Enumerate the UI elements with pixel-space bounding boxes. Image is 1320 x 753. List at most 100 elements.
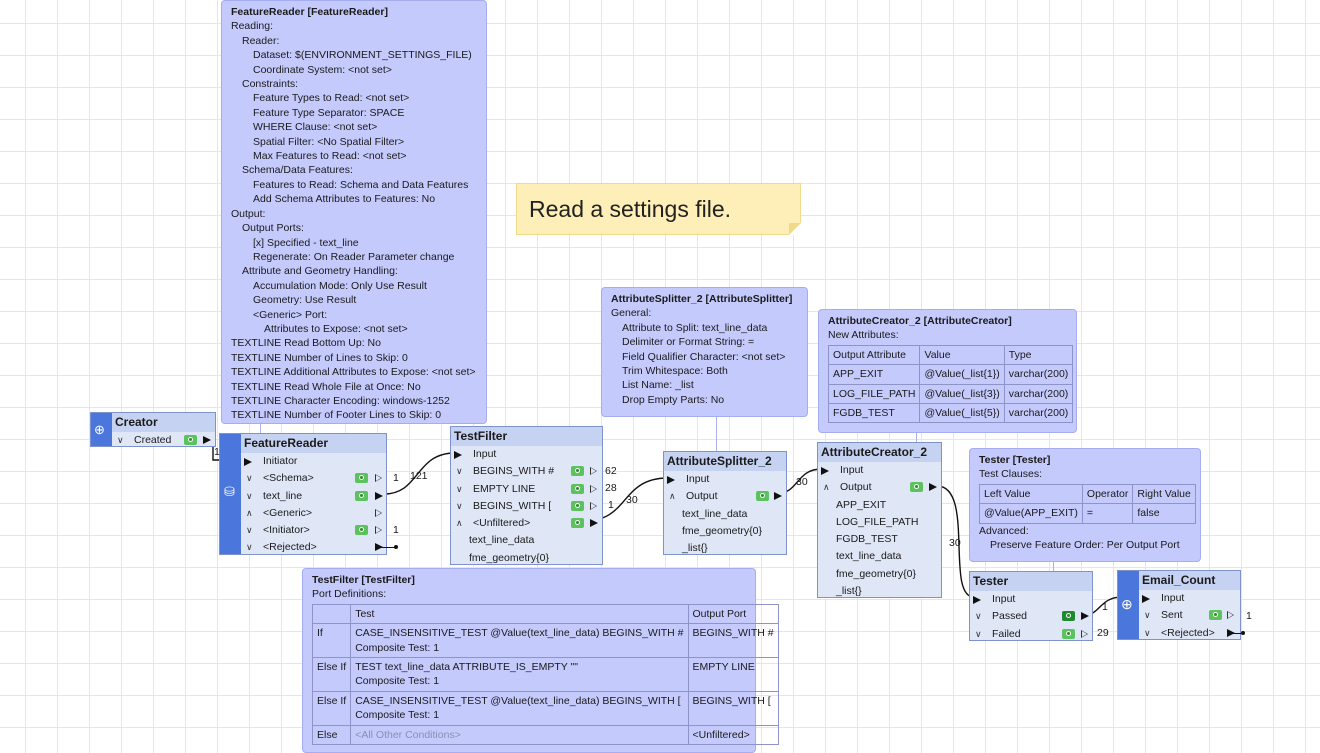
eye-icon[interactable] (571, 483, 584, 494)
testfilter-node[interactable]: TestFilter Input ∨BEGINS_WITH #∨EMPTY LI… (450, 426, 603, 565)
input-port[interactable]: Input (818, 462, 941, 479)
table-cell: false (1132, 503, 1196, 524)
chevron-down-icon[interactable]: ∨ (246, 490, 253, 501)
node-title[interactable]: Creator (112, 413, 215, 432)
input-port[interactable]: Input (451, 446, 602, 463)
output-port-icon[interactable] (1081, 629, 1088, 638)
chevron-down-icon[interactable]: ∨ (1144, 627, 1151, 638)
output-port-icon[interactable] (1227, 611, 1234, 620)
featurereader-annotation[interactable]: FeatureReader [FeatureReader] Reading:Re… (221, 0, 487, 424)
attributecreator-node[interactable]: AttributeCreator_2 Input ∧ Output APP_EX… (817, 442, 942, 598)
eye-icon[interactable] (1062, 611, 1075, 622)
node-title[interactable]: FeatureReader (241, 434, 386, 453)
chevron-down-icon[interactable]: ∨ (246, 473, 253, 484)
port-passed[interactable]: ∨ Passed (970, 608, 1092, 625)
output-port-icon[interactable] (375, 543, 383, 552)
attributesplitter-node[interactable]: AttributeSplitter_2 Input ∧ Output text_… (663, 451, 787, 555)
input-port-icon[interactable] (454, 451, 462, 459)
output-port-icon[interactable] (375, 508, 382, 517)
eye-icon[interactable] (1062, 628, 1075, 639)
chevron-down-icon[interactable]: ∨ (975, 611, 982, 622)
port-unfiltered[interactable]: ∧ <Unfiltered> (451, 515, 602, 532)
port-rejected[interactable]: ∨ <Rejected> (241, 539, 398, 556)
testfilter-annotation[interactable]: TestFilter [TestFilter] Port Definitions… (302, 568, 779, 753)
chevron-down-icon[interactable]: ∨ (246, 525, 253, 536)
output-port-icon[interactable] (375, 491, 383, 500)
input-port-initiator[interactable]: Initiator (241, 453, 386, 470)
output-port-icon[interactable] (590, 467, 597, 476)
attrcreator-annotation[interactable]: AttributeCreator_2 [AttributeCreator] Ne… (818, 309, 1077, 433)
output-port-icon[interactable] (1081, 612, 1089, 621)
input-port[interactable]: Input (664, 471, 786, 488)
chevron-down-icon[interactable]: ∨ (456, 483, 463, 494)
chevron-down-icon[interactable]: ∨ (246, 542, 253, 553)
node-title[interactable]: Tester (970, 572, 1092, 591)
chevron-down-icon[interactable]: ∨ (1144, 610, 1151, 621)
creator-node[interactable]: ⊕ Creator ∨ Created (90, 412, 216, 447)
port-failed[interactable]: ∨ Failed (970, 626, 1092, 643)
chevron-up-icon[interactable]: ∧ (669, 491, 676, 502)
node-title[interactable]: Email_Count (1139, 571, 1240, 590)
test-cell: TEST text_line_data ATTRIBUTE_IS_EMPTY "… (350, 657, 689, 692)
chevron-up-icon[interactable]: ∧ (246, 507, 253, 518)
eye-icon[interactable] (1209, 610, 1222, 621)
output-port-icon[interactable] (590, 519, 598, 528)
output-port[interactable]: ∨BEGINS_WITH [ (451, 498, 602, 515)
email-count-node[interactable]: ⊕ Email_Count Input ∨ Sent ∨ <Rejected> (1117, 570, 1245, 642)
chevron-up-icon[interactable]: ∧ (823, 482, 830, 493)
node-title[interactable]: TestFilter (451, 427, 602, 446)
splitter-annotation[interactable]: AttributeSplitter_2 [AttributeSplitter] … (601, 287, 808, 417)
port-text-line[interactable]: ∨ text_line (241, 488, 386, 505)
tester-annotation[interactable]: Tester [Tester] Test Clauses: Left Value… (969, 448, 1201, 562)
eye-icon[interactable] (355, 490, 368, 501)
chevron-down-icon[interactable]: ∨ (117, 435, 124, 445)
eye-icon[interactable] (571, 466, 584, 477)
input-port[interactable]: Input (970, 591, 1092, 608)
eye-icon[interactable] (355, 473, 368, 484)
chevron-down-icon[interactable]: ∨ (456, 500, 463, 511)
annotation-subtitle: Port Definitions: (312, 588, 387, 601)
port-schema[interactable]: ∨ <Schema> (241, 470, 386, 487)
annotation-line: Attribute to Split: text_line_data (622, 321, 768, 334)
tester-node[interactable]: Tester Input ∨ Passed ∨ Failed (969, 571, 1093, 641)
port-rejected[interactable]: ∨ <Rejected> (1139, 625, 1245, 642)
featurereader-node[interactable]: ⛁ FeatureReader Initiator ∨ <Schema> ∨ t… (219, 433, 398, 556)
node-title[interactable]: AttributeSplitter_2 (664, 452, 786, 471)
input-port-icon[interactable] (821, 467, 829, 475)
output-port-icon[interactable] (774, 492, 782, 501)
eye-icon[interactable] (910, 482, 923, 493)
output-port-icon[interactable] (1227, 628, 1235, 637)
eye-icon[interactable] (355, 525, 368, 536)
table-header-cell: Output Port (687, 603, 779, 625)
output-port-icon[interactable] (375, 474, 382, 483)
chevron-up-icon[interactable]: ∧ (456, 518, 463, 529)
output-port-icon[interactable] (590, 501, 597, 510)
chevron-down-icon[interactable]: ∨ (975, 628, 982, 639)
output-port[interactable]: ∧ Output (664, 488, 786, 505)
chevron-down-icon[interactable]: ∨ (456, 466, 463, 477)
output-port[interactable]: ∨EMPTY LINE (451, 481, 602, 498)
rejected-dot (394, 545, 398, 550)
input-port-icon[interactable] (667, 476, 675, 484)
input-port-icon[interactable] (973, 596, 981, 604)
input-port-icon[interactable] (1142, 595, 1150, 603)
node-title[interactable]: AttributeCreator_2 (818, 443, 941, 462)
sticky-note[interactable]: Read a settings file. (516, 183, 801, 235)
input-port-icon[interactable] (244, 458, 252, 466)
port-sent[interactable]: ∨ Sent (1139, 607, 1240, 624)
output-port-icon[interactable] (375, 526, 382, 535)
input-port[interactable]: Input (1139, 590, 1240, 607)
eye-icon[interactable] (571, 518, 584, 529)
port-generic[interactable]: ∧ <Generic> (241, 505, 386, 522)
port-initiator-output[interactable]: ∨ <Initiator> (241, 522, 386, 539)
eye-icon[interactable] (571, 500, 584, 511)
output-port-icon[interactable] (590, 484, 597, 493)
output-port[interactable]: ∧ Output (818, 479, 941, 496)
eye-icon[interactable] (756, 491, 769, 502)
eye-icon[interactable] (184, 435, 197, 445)
port-created[interactable]: ∨ Created (112, 432, 215, 449)
output-port-icon[interactable] (929, 483, 937, 492)
output-port[interactable]: ∨BEGINS_WITH # (451, 463, 602, 480)
output-port-icon[interactable] (203, 436, 211, 444)
annotation-line: Features to Read: Schema and Data Featur… (253, 178, 469, 191)
